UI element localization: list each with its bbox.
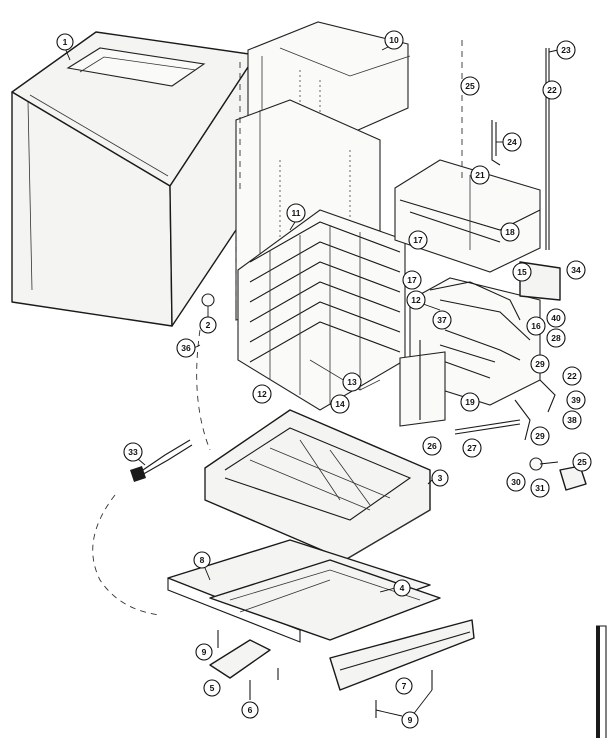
svg-text:36: 36 <box>181 343 191 353</box>
svg-text:34: 34 <box>571 265 581 275</box>
front-panel-part <box>329 619 475 718</box>
svg-text:27: 27 <box>467 443 477 453</box>
svg-text:13: 13 <box>347 377 357 387</box>
svg-text:3: 3 <box>438 473 443 483</box>
callout-9-left: 9 <box>195 643 213 661</box>
small-bracket-part <box>209 630 279 700</box>
svg-text:29: 29 <box>535 359 545 369</box>
svg-text:12: 12 <box>411 295 421 305</box>
svg-text:2: 2 <box>206 320 211 330</box>
callout-38: 38 <box>562 410 582 430</box>
svg-text:12: 12 <box>257 389 267 399</box>
svg-text:17: 17 <box>407 275 417 285</box>
callout-2: 2 <box>199 316 217 334</box>
svg-text:5: 5 <box>210 683 215 693</box>
svg-text:22: 22 <box>567 371 577 381</box>
callout-29-lower: 29 <box>530 426 550 446</box>
callout-27: 27 <box>462 438 482 458</box>
svg-text:38: 38 <box>567 415 577 425</box>
svg-text:8: 8 <box>200 555 205 565</box>
svg-text:30: 30 <box>511 477 521 487</box>
callout-12-lower: 12 <box>252 384 272 404</box>
callout-29-upper: 29 <box>530 354 550 374</box>
svg-text:6: 6 <box>248 705 253 715</box>
svg-text:31: 31 <box>535 483 545 493</box>
callout-6: 6 <box>241 701 259 719</box>
callout-17-upper: 17 <box>408 230 428 250</box>
svg-text:29: 29 <box>535 431 545 441</box>
callout-4: 4 <box>393 579 411 597</box>
callout-15: 15 <box>512 262 532 282</box>
callout-markers: 1 2 10 23 25 22 24 21 11 17 18 15 34 17 … <box>56 30 592 729</box>
callout-11: 11 <box>286 203 306 223</box>
svg-text:19: 19 <box>465 397 475 407</box>
callout-18: 18 <box>500 222 520 242</box>
callout-36: 36 <box>176 338 196 358</box>
callout-33: 33 <box>123 442 143 462</box>
callout-7: 7 <box>395 677 413 695</box>
svg-text:21: 21 <box>475 170 485 180</box>
svg-text:10: 10 <box>389 35 399 45</box>
svg-text:15: 15 <box>517 267 527 277</box>
callout-24: 24 <box>502 132 522 152</box>
callout-37: 37 <box>432 310 452 330</box>
callout-25-lower: 25 <box>572 452 592 472</box>
callout-34: 34 <box>566 260 586 280</box>
svg-text:39: 39 <box>571 395 581 405</box>
callout-16: 16 <box>526 316 546 336</box>
callout-26: 26 <box>422 436 442 456</box>
callout-23: 23 <box>556 40 576 60</box>
callout-30: 30 <box>506 472 526 492</box>
svg-text:9: 9 <box>202 647 207 657</box>
svg-text:1: 1 <box>63 37 68 47</box>
svg-text:25: 25 <box>465 81 475 91</box>
power-cord-part <box>92 329 211 616</box>
callout-13: 13 <box>342 372 362 392</box>
svg-text:33: 33 <box>128 447 138 457</box>
svg-text:9: 9 <box>408 715 413 725</box>
callout-40: 40 <box>546 308 566 328</box>
callout-21: 21 <box>470 165 490 185</box>
svg-text:17: 17 <box>413 235 423 245</box>
svg-text:16: 16 <box>531 321 541 331</box>
svg-text:26: 26 <box>427 441 437 451</box>
svg-text:18: 18 <box>505 227 515 237</box>
svg-text:28: 28 <box>551 333 561 343</box>
svg-text:23: 23 <box>561 45 571 55</box>
callout-8: 8 <box>193 551 211 569</box>
lower-panels-part <box>167 539 441 643</box>
callout-12-upper: 12 <box>406 290 426 310</box>
svg-text:4: 4 <box>400 583 405 593</box>
callout-22-lower: 22 <box>562 366 582 386</box>
callout-9-right: 9 <box>401 711 419 729</box>
callout-17-lower: 17 <box>402 270 422 290</box>
control-assembly-part <box>399 261 587 491</box>
callout-39: 39 <box>566 390 586 410</box>
callout-10: 10 <box>384 30 404 50</box>
callout-31: 31 <box>530 478 550 498</box>
callout-22-top: 22 <box>542 80 562 100</box>
partition-fins-part <box>237 209 406 411</box>
top-bracket-part <box>394 40 550 273</box>
callout-28: 28 <box>546 328 566 348</box>
callout-3: 3 <box>431 469 449 487</box>
svg-text:24: 24 <box>507 137 517 147</box>
callout-25-top: 25 <box>460 76 480 96</box>
cabinet-part <box>11 31 257 327</box>
svg-text:25: 25 <box>577 457 587 467</box>
svg-text:11: 11 <box>292 208 301 218</box>
edge-marker <box>596 625 607 738</box>
callout-5: 5 <box>203 679 221 697</box>
callout-14: 14 <box>330 394 350 414</box>
svg-text:40: 40 <box>551 313 561 323</box>
callout-19: 19 <box>460 392 480 412</box>
svg-text:14: 14 <box>335 399 345 409</box>
svg-text:22: 22 <box>547 85 557 95</box>
svg-text:37: 37 <box>437 315 447 325</box>
base-frame-part <box>204 409 431 561</box>
svg-text:7: 7 <box>402 681 407 691</box>
callout-1: 1 <box>56 33 74 51</box>
